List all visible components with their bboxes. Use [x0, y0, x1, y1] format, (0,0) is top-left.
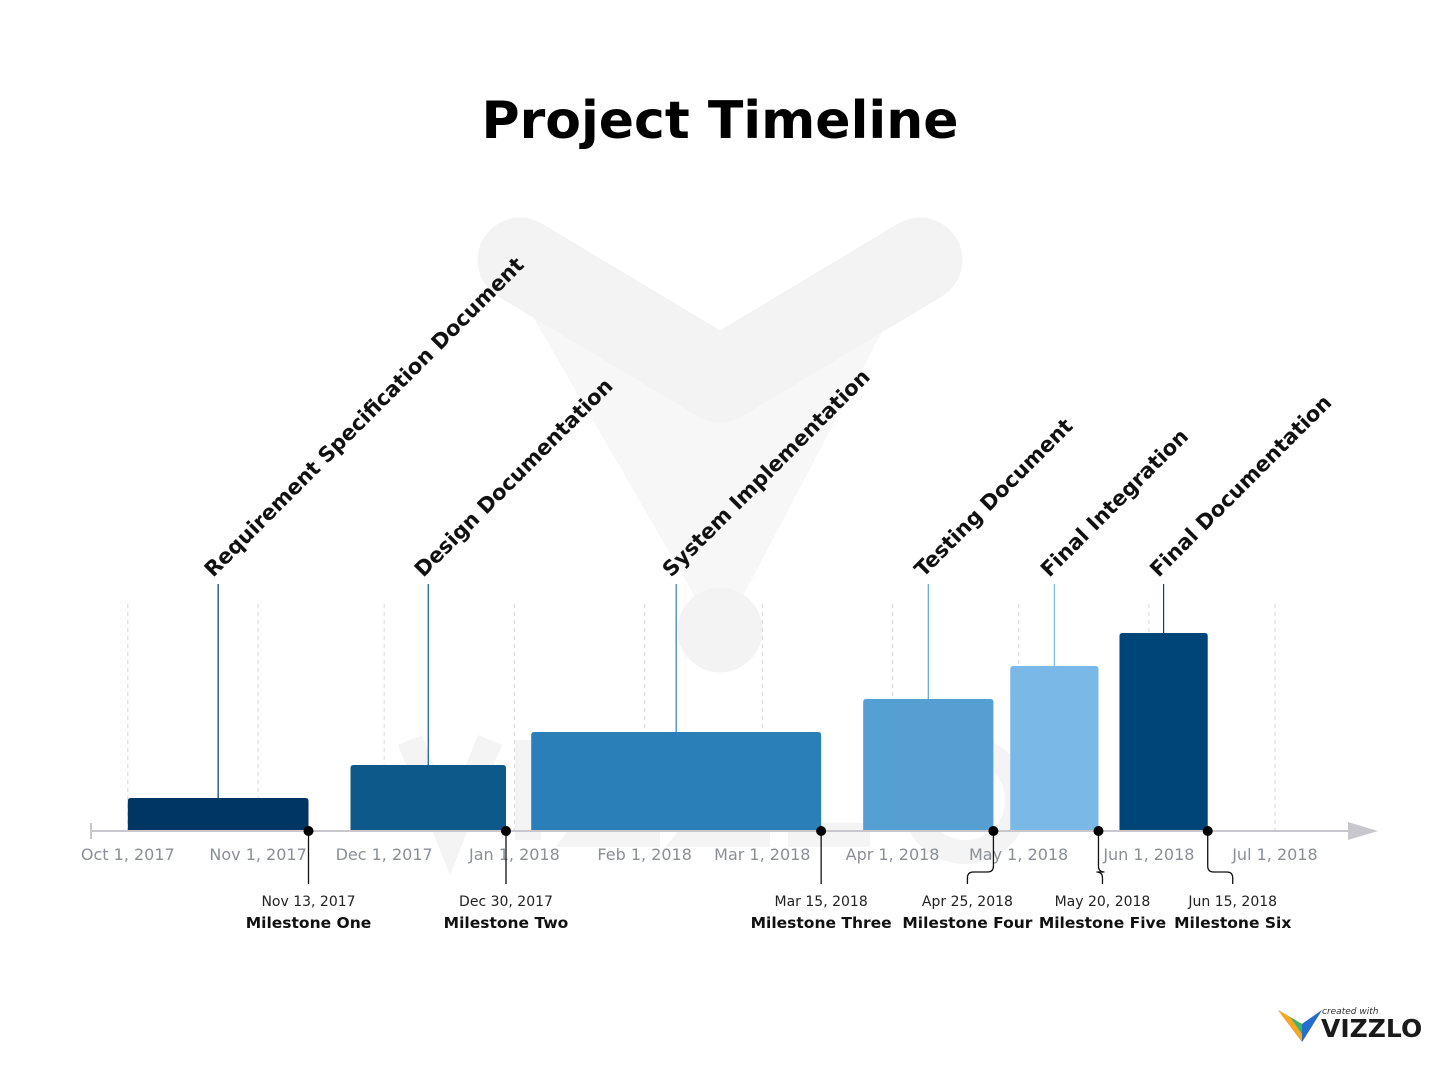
tick-label: Nov 1, 2017 — [209, 845, 306, 864]
task-bar — [127, 798, 309, 831]
time-axis — [90, 822, 1378, 840]
tick-label: Apr 1, 2018 — [846, 845, 940, 864]
milestone-date: Apr 25, 2018 — [922, 894, 1013, 910]
milestone-dot — [988, 826, 999, 836]
milestone-name: Milestone Two — [444, 914, 569, 932]
task-label: Requirement Specification Document — [200, 253, 529, 582]
milestone-name: Milestone Four — [902, 914, 1032, 932]
milestone-name: Milestone Three — [751, 914, 892, 932]
task-connectors — [217, 584, 1165, 798]
vizzlo-wordmark: VIZZLO — [1321, 1014, 1422, 1043]
task-bar — [1010, 666, 1099, 831]
tick-label: Feb 1, 2018 — [597, 845, 691, 864]
milestone-name: Milestone Six — [1174, 914, 1291, 932]
vizzlo-brand[interactable]: created with VIZZLO — [1278, 1007, 1422, 1043]
task-label: Design Documentation — [410, 374, 618, 582]
task-bar — [863, 699, 994, 831]
tick-label: Dec 1, 2017 — [336, 845, 433, 864]
vizzlo-logo-icon — [1278, 1010, 1322, 1042]
milestone-date: Dec 30, 2017 — [459, 894, 553, 910]
milestone-leader — [966, 831, 995, 884]
tick-label: Jan 1, 2018 — [468, 845, 560, 864]
milestone-date: Nov 13, 2017 — [261, 894, 355, 910]
tick-label: Jun 1, 2018 — [1102, 845, 1194, 864]
milestone-date: Mar 15, 2018 — [775, 894, 868, 910]
milestone-name: Milestone One — [246, 914, 372, 932]
task-bar — [1119, 633, 1208, 831]
tick-label: Jul 1, 2018 — [1231, 845, 1317, 864]
milestone-leader — [1096, 831, 1105, 884]
milestone-dot — [303, 826, 314, 836]
chart-title: Project Timeline — [481, 91, 958, 151]
milestone-dot — [500, 826, 511, 836]
task-bar — [350, 765, 506, 831]
task-label: Final Documentation — [1145, 390, 1336, 581]
watermark-logo — [477, 217, 963, 673]
axis-arrow — [1348, 822, 1378, 840]
task-bar — [531, 732, 822, 831]
created-with-label: created with — [1322, 1007, 1379, 1017]
milestone-date: May 20, 2018 — [1055, 894, 1151, 910]
tick-labels: Oct 1, 2017 Nov 1, 2017 Dec 1, 2017 Jan 1, … — [81, 845, 1318, 864]
tick-label: May 1, 2018 — [969, 845, 1068, 864]
milestone-leader — [1207, 831, 1234, 884]
task-bars — [127, 633, 1208, 831]
milestone-dot — [1093, 826, 1104, 836]
tick-label: Oct 1, 2017 — [81, 845, 175, 864]
tick-label: Mar 1, 2018 — [714, 845, 810, 864]
milestone-dot — [1202, 826, 1213, 836]
milestone-date: Jun 15, 2018 — [1187, 894, 1277, 910]
milestone-dot — [816, 826, 827, 836]
milestone-name: Milestone Five — [1039, 914, 1166, 932]
